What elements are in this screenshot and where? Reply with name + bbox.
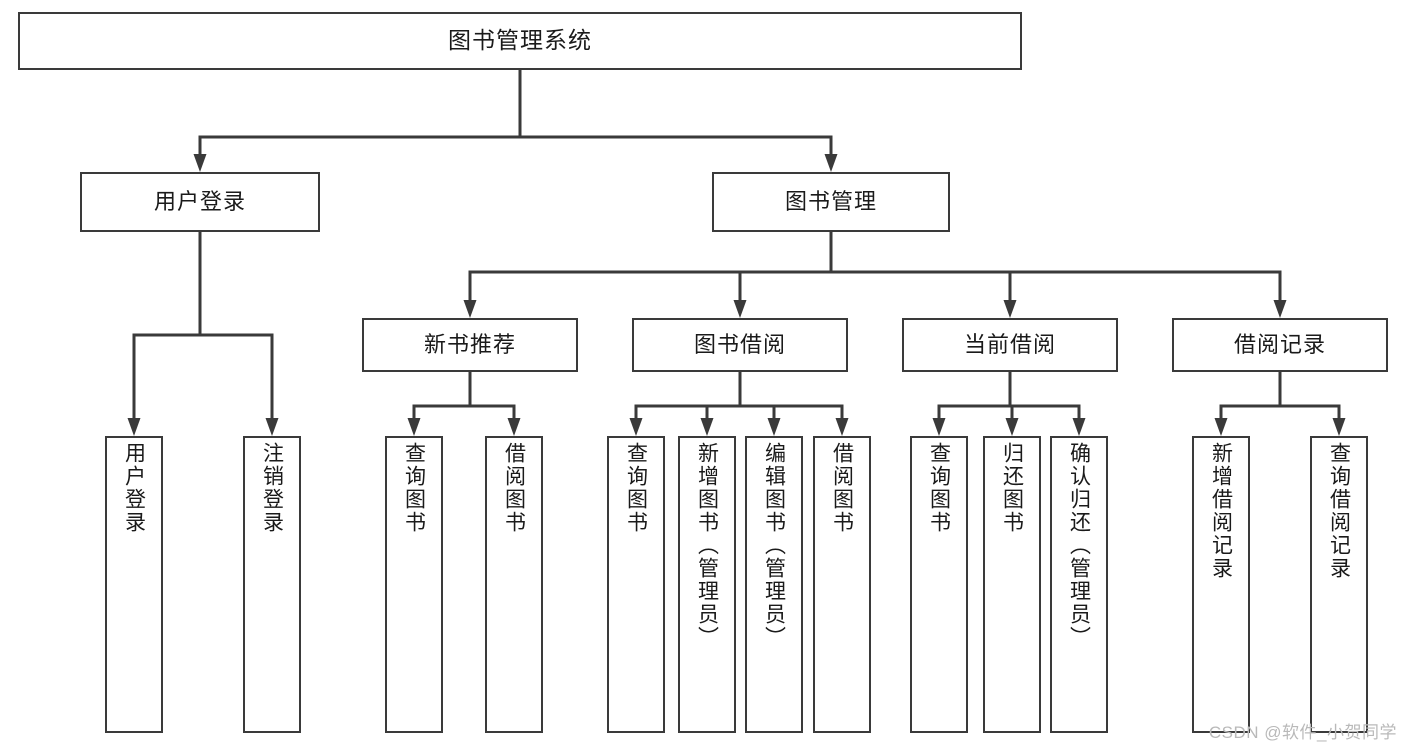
node-label: 归还图书 [1000,442,1024,534]
arrow-head [1332,418,1346,436]
arrow-head [1072,418,1086,436]
node-root: 图书管理系统 [18,12,1022,70]
node-current_borrow: 当前借阅 [902,318,1118,372]
node-label: 新书推荐 [423,332,516,358]
arrow-head [463,300,477,318]
node-leaf_rec_query: 查询图书 [385,436,443,733]
node-leaf_bb_borrow: 借阅图书 [813,436,871,733]
watermark: CSDN @软件_小贺同学 [1208,723,1397,742]
node-label: 用户登录 [122,442,146,534]
arrow-head [733,300,747,318]
node-leaf_bb_edit: 编辑图书（管理员） [745,436,803,733]
node-leaf_br_add: 新增借阅记录 [1192,436,1250,733]
node-label: 当前借阅 [963,332,1056,358]
arrow-head [265,418,279,436]
node-label: 图书借阅 [693,332,786,358]
arrow-head [1005,418,1019,436]
arrow-head [767,418,781,436]
arrow-head [835,418,849,436]
node-leaf_bb_query: 查询图书 [607,436,665,733]
node-label: 新增借阅记录 [1209,442,1233,580]
node-label: 编辑图书（管理员） [762,442,786,649]
arrow-head [407,418,421,436]
node-label: 用户登录 [153,189,246,215]
node-label: 借阅图书 [830,442,854,534]
node-leaf_rec_borrow: 借阅图书 [485,436,543,733]
node-leaf_user_login: 用户登录 [105,436,163,733]
node-leaf_cb_query: 查询图书 [910,436,968,733]
arrow-head [1273,300,1287,318]
node-book_manage: 图书管理 [712,172,950,232]
node-label: 注销登录 [260,442,284,534]
node-label: 查询图书 [927,442,951,534]
node-label: 查询图书 [624,442,648,534]
arrow-head [700,418,714,436]
node-label: 图书管理 [784,189,877,215]
node-leaf_br_query: 查询借阅记录 [1310,436,1368,733]
node-label: 查询图书 [402,442,426,534]
node-label: 借阅图书 [502,442,526,534]
arrow-head [507,418,521,436]
node-label: 新增图书（管理员） [695,442,719,649]
node-borrow_record: 借阅记录 [1172,318,1388,372]
node-leaf_cb_confirm: 确认归还（管理员） [1050,436,1108,733]
arrow-head [629,418,643,436]
arrow-head [824,154,838,172]
node-book_borrow: 图书借阅 [632,318,848,372]
node-label: 借阅记录 [1233,332,1326,358]
node-label: 图书管理系统 [448,27,592,54]
arrow-head [193,154,207,172]
node-leaf_cb_return: 归还图书 [983,436,1041,733]
arrow-head [932,418,946,436]
node-label: 查询借阅记录 [1327,442,1351,580]
node-user_login: 用户登录 [80,172,320,232]
node-leaf_user_logout: 注销登录 [243,436,301,733]
node-leaf_bb_add: 新增图书（管理员） [678,436,736,733]
arrow-head [1003,300,1017,318]
arrow-head [127,418,141,436]
node-label: 确认归还（管理员） [1067,442,1091,649]
node-new_book_rec: 新书推荐 [362,318,578,372]
arrow-head [1214,418,1228,436]
